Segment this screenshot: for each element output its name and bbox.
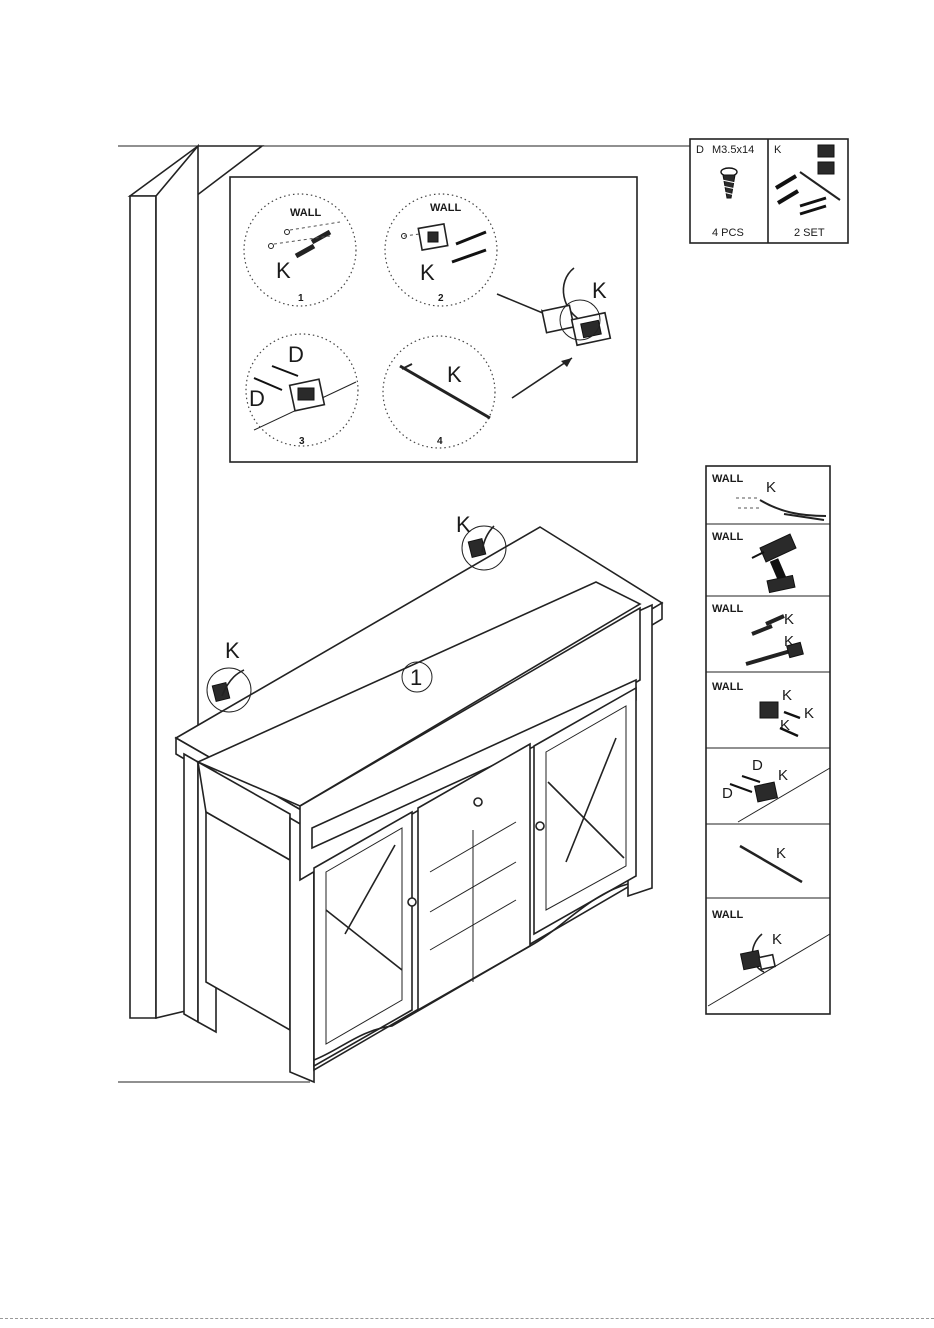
svg-text:WALL: WALL	[712, 603, 743, 615]
part-k-letter: K	[774, 144, 782, 156]
page-bottom-rule	[0, 1318, 934, 1319]
sidebar-steps: WALL K WALL WALL K K	[706, 466, 830, 1014]
step-2-number: 2	[438, 293, 444, 304]
svg-text:WALL: WALL	[712, 473, 743, 485]
step-2-wall-label: WALL	[430, 202, 461, 214]
part-d-qty: 4 PCS	[712, 227, 744, 239]
step-3-part-label-top: D	[288, 342, 304, 367]
main-step-marker: 1	[410, 665, 422, 690]
step-1-part-label: K	[276, 258, 291, 283]
svg-text:K: K	[778, 767, 788, 784]
step-3-part-label-left: D	[249, 386, 265, 411]
svg-text:K: K	[784, 611, 794, 628]
step-3-number: 3	[299, 436, 305, 447]
svg-text:K: K	[782, 687, 792, 704]
parts-box: D M3.5x14 4 PCS K 2 SET	[690, 139, 848, 243]
part-k-qty: 2 SET	[794, 227, 825, 239]
result-part-label: K	[592, 278, 607, 303]
part-d-letter: D	[696, 144, 704, 156]
svg-text:D: D	[722, 785, 733, 802]
svg-text:K: K	[772, 931, 782, 948]
svg-text:K: K	[804, 705, 814, 722]
main-right-label: K	[456, 512, 471, 537]
cabinet: 1 K K	[176, 512, 662, 1082]
steps-box: WALL K 1 WALL K	[230, 177, 637, 462]
part-d-spec: M3.5x14	[712, 144, 754, 156]
svg-text:K: K	[766, 479, 776, 496]
svg-text:K: K	[776, 845, 786, 862]
svg-text:D: D	[752, 757, 763, 774]
svg-text:WALL: WALL	[712, 531, 743, 543]
step-1-number: 1	[298, 293, 304, 304]
step-4-part-label: K	[447, 362, 462, 387]
step-4-number: 4	[437, 436, 443, 447]
svg-text:WALL: WALL	[712, 681, 743, 693]
main-left-label: K	[225, 638, 240, 663]
step-2-part-label: K	[420, 260, 435, 285]
svg-text:WALL: WALL	[712, 909, 743, 921]
step-1-wall-label: WALL	[290, 207, 321, 219]
